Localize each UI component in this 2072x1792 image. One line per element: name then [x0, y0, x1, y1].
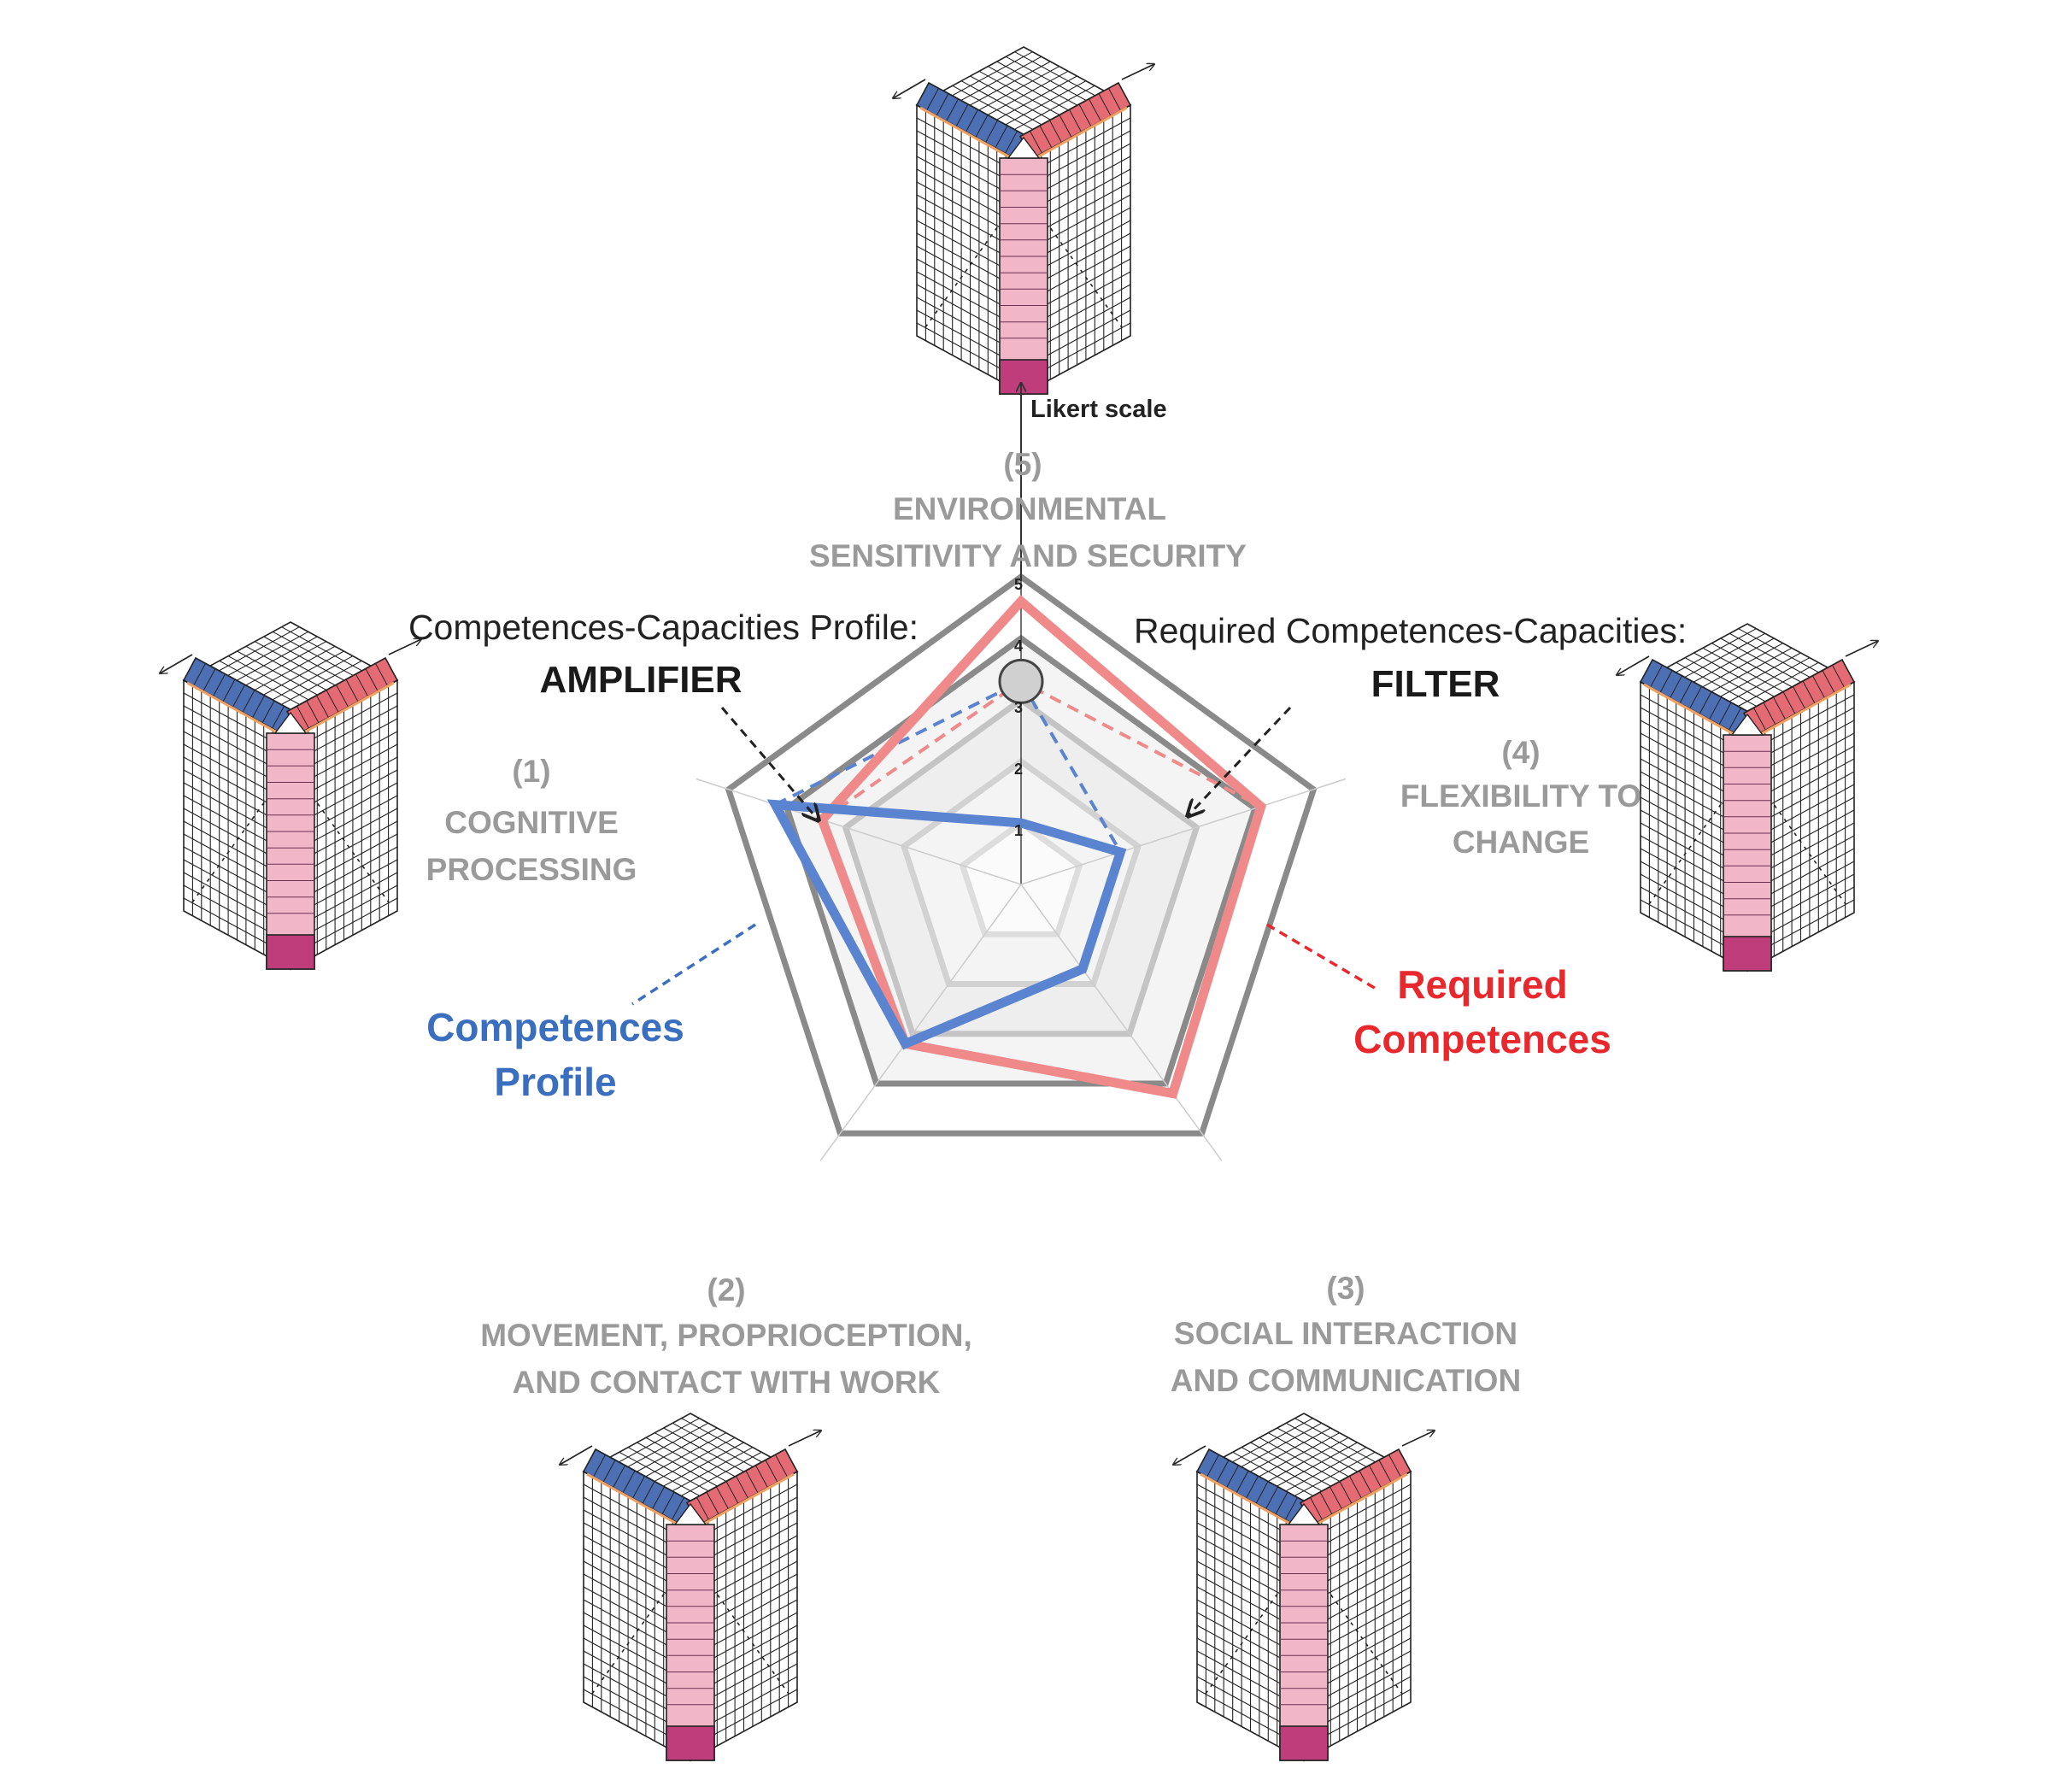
axis-1-title-line-2: PROCESSING [426, 852, 637, 887]
cube-pink-column [666, 1524, 715, 1761]
reference-marker [998, 658, 1044, 704]
tick-label-4: 4 [1014, 637, 1023, 655]
filter-caption: Required Competences-Capacities: [1134, 611, 1687, 650]
axis-2-title-line-1: MOVEMENT, PROPRIOCEPTION, [480, 1318, 972, 1353]
tick-label-5: 5 [1014, 576, 1023, 593]
competences-profile-label-line-2: Profile [494, 1060, 616, 1104]
axis-2-title-line-2: AND CONTACT WITH WORK [513, 1365, 941, 1400]
amplifier-label: AMPLIFIER [539, 659, 742, 701]
axis-5-number: (5) [1003, 447, 1042, 482]
cube-magenta-footer [1279, 1725, 1329, 1761]
radar-spoke-cognitive [696, 778, 1022, 885]
competence-cube-1 [893, 46, 1154, 396]
competence-cube-4 [560, 1413, 821, 1762]
competence-cube-3 [1617, 623, 1878, 972]
axis-3-title-line-2: AND COMMUNICATION [1171, 1363, 1521, 1398]
cube-pink-column [1279, 1524, 1329, 1761]
cube-magenta-footer [1723, 936, 1772, 972]
axis-5-title-line-1: ENVIRONMENTAL [893, 491, 1166, 526]
required-callout-leader [1266, 923, 1378, 991]
amplifier-arrow [720, 707, 819, 820]
filter-label: FILTER [1371, 663, 1500, 705]
axis-3-title-line-1: SOCIAL INTERACTION [1174, 1316, 1517, 1351]
axis-4-title-line-1: FLEXIBILITY TO [1400, 778, 1641, 814]
series-required-competences [816, 595, 1267, 1099]
competences-profile-label-line-1: Competences [426, 1005, 684, 1049]
competence-cube-5 [1173, 1413, 1435, 1762]
cube-illustrations [160, 46, 1878, 1762]
tick-label-1: 1 [1014, 822, 1023, 839]
radar-grid [696, 573, 1347, 1161]
cube-pink-column [266, 732, 315, 970]
tick-label-2: 2 [1014, 761, 1023, 778]
radar-spoke-social [1020, 884, 1223, 1161]
cube-magenta-footer [266, 934, 315, 970]
axis-2-number: (2) [707, 1272, 745, 1307]
likert-scale-label: Likert scale [1030, 396, 1167, 423]
axis-1-title-line-1: COGNITIVE [444, 805, 619, 840]
radar-spoke-movement [819, 884, 1022, 1161]
axis-1-number: (1) [512, 754, 550, 789]
required-competences-label-line-1: Required [1397, 962, 1567, 1007]
required-competences-label-line-2: Competences [1353, 1017, 1611, 1061]
tick-label-3: 3 [1014, 699, 1023, 716]
axis-4-title-line-2: CHANGE [1453, 825, 1589, 860]
competence-cube-2 [160, 621, 421, 971]
axis-5-title-line-2: SENSITIVITY AND SECURITY [809, 538, 1247, 573]
axis-3-number: (3) [1326, 1271, 1365, 1306]
axis-4-number: (4) [1501, 735, 1540, 770]
profile-callout-leader [631, 923, 756, 1006]
cube-pink-column [999, 157, 1048, 395]
cube-magenta-footer [666, 1725, 715, 1761]
radar-spoke-flexibility [1020, 778, 1347, 885]
cube-pink-column [1723, 734, 1772, 972]
filter-arrow [1188, 706, 1292, 816]
cube-magenta-footer [999, 359, 1048, 395]
amplifier-caption: Competences-Capacities Profile: [408, 608, 919, 647]
